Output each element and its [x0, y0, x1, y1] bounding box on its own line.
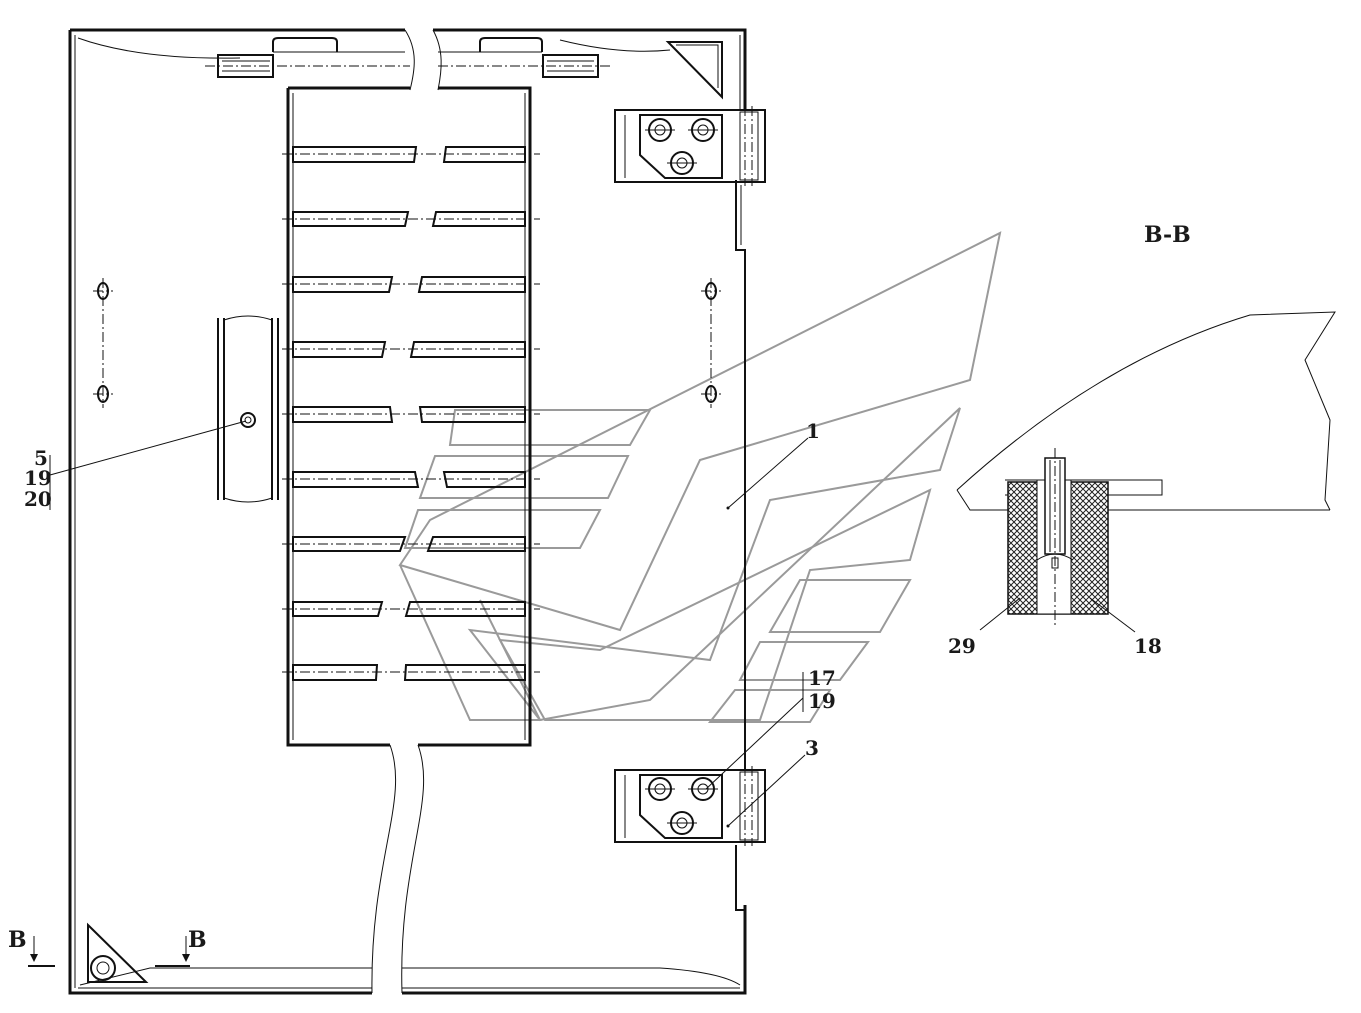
grille: [282, 86, 540, 747]
left-slot-holes: [93, 278, 113, 408]
callout-3: 3: [805, 736, 819, 760]
callout-1: 1: [806, 419, 820, 443]
right-slot-holes: [701, 278, 721, 408]
left-bracket: [217, 315, 279, 503]
leader-lines: [49, 420, 809, 828]
section-mark: [28, 936, 190, 967]
door-frame: [68, 28, 747, 995]
hinge-bottom: [614, 766, 766, 846]
section-mark-right: B: [188, 927, 207, 953]
callout-19-hinge: 19: [808, 689, 836, 713]
callout-19: 19: [24, 466, 52, 490]
callout-17: 17: [808, 666, 836, 690]
section-title: B-B: [1144, 222, 1191, 248]
hinge-top: [614, 106, 766, 186]
callout-20: 20: [24, 487, 52, 511]
top-tabs: [205, 37, 610, 78]
callout-5: 5: [34, 446, 48, 470]
section-view: [956, 311, 1336, 633]
watermark-logo: [398, 231, 1002, 723]
corner-gusset-bottom: [87, 922, 149, 983]
callout-18: 18: [1134, 634, 1162, 658]
labels: B-B B B 5 19 20 1 17 19 3 29 18: [8, 222, 1191, 953]
break-lines: [371, 29, 442, 994]
grille-slats: [292, 146, 526, 681]
callout-29: 29: [948, 634, 976, 658]
corner-gusset-top: [665, 41, 723, 100]
section-mark-left: B: [8, 927, 27, 953]
